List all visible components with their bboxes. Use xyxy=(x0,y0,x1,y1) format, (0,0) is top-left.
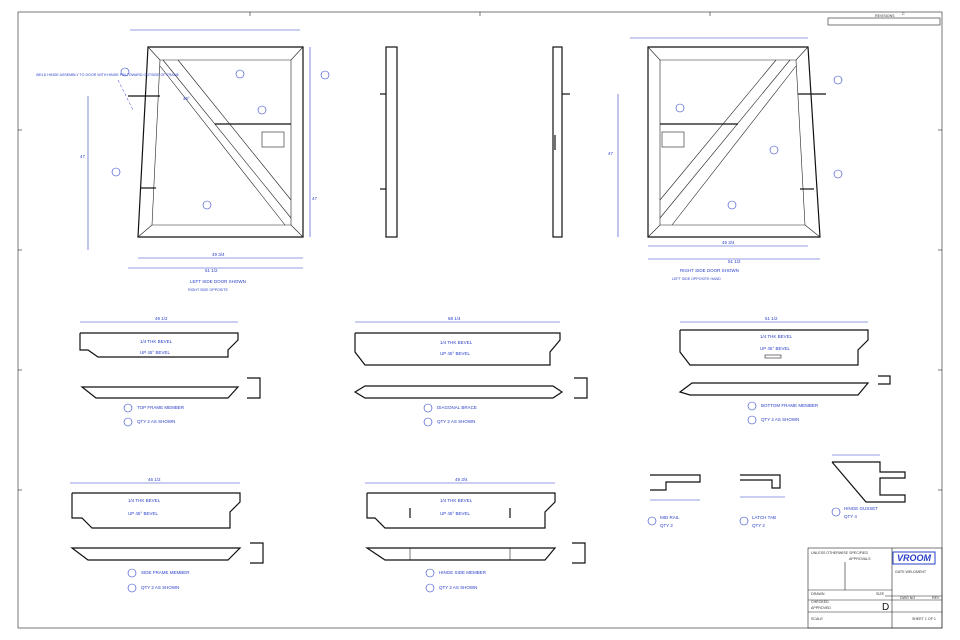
hinge-height-dim: 47 xyxy=(80,154,86,159)
hinge-plate xyxy=(261,131,285,148)
part-1: 49 1/2 1/4 THK BEVEL UP 45° BEVEL TOP FR… xyxy=(79,316,261,427)
detail-2: LATCH TAB QTY 2 xyxy=(739,474,785,528)
inner-width-dim: 49 3/4 xyxy=(212,252,225,257)
detail-3: HINGE GUSSET QTY 4 xyxy=(831,454,906,519)
part-label-top: 1/4 THK BEVEL xyxy=(128,498,161,503)
overall-width-dim: 51 1/2 xyxy=(205,268,218,273)
part-label-bottom: UP 45° BEVEL xyxy=(440,351,470,356)
rev-label: REV xyxy=(932,596,940,600)
part-length: 68 1/4 xyxy=(448,316,461,321)
height-dim: 47 xyxy=(608,151,614,156)
part-callout-2: QTY 2 AS SHOWN xyxy=(439,585,477,590)
part-callout: SIDE FRAME MEMBER xyxy=(141,570,190,575)
part-4: 46 1/2 1/4 THK BEVEL UP 45° BEVEL SIDE F… xyxy=(70,477,264,593)
part-callout: BOTTOM FRAME MEMBER xyxy=(761,403,819,408)
detail-1: MID RAIL QTY 2 xyxy=(647,474,701,528)
part-label-bottom: UP 45° BEVEL xyxy=(128,511,158,516)
part-3: 51 1/2 1/4 THK BEVEL UP 45° BEVEL BOTTOM… xyxy=(678,316,891,425)
part-2: 68 1/4 1/4 THK BEVEL UP 45° BEVEL DIAGON… xyxy=(353,316,588,427)
left-door-caption: LEFT SIDE DOOR SHOWN xyxy=(190,279,246,284)
overall-width-dim: 51 1/2 xyxy=(728,259,741,264)
left-door-caption-2: RIGHT SIDE OPPOSITE xyxy=(188,288,228,292)
part-label-top: 1/4 THK BEVEL xyxy=(440,340,473,345)
part-label-top: 1/4 THK BEVEL xyxy=(440,498,473,503)
detail-callout: HINGE GUSSET xyxy=(844,506,878,511)
sheet-number: SHEET 1 OF 1 xyxy=(912,617,936,621)
part-length: 46 1/2 xyxy=(148,477,161,482)
part-length: 49 3/4 xyxy=(455,477,468,482)
part-length: 51 1/2 xyxy=(765,316,778,321)
approved-label: APPROVED xyxy=(811,606,831,610)
part-5: 49 3/4 1/4 THK BEVEL UP 45° BEVEL HINGE … xyxy=(365,477,586,593)
part-callout: HINGE SIDE MEMBER xyxy=(439,570,487,575)
detail-callout-2: QTY 4 xyxy=(844,514,857,519)
size-label: SIZE xyxy=(876,592,885,596)
right-door-view: 49 3/4 51 1/2 47 RIGHT SIDE DOOR SHOWN L… xyxy=(608,37,843,281)
side-view-1 xyxy=(380,46,398,238)
revision-block: REVISIONS C xyxy=(827,12,941,26)
zone-ticks xyxy=(18,12,942,491)
drawing-title: GATE WELDMENT xyxy=(895,570,927,574)
part-callout: DIAGONAL BRACE xyxy=(437,405,477,410)
revision-letter: C xyxy=(902,12,905,16)
right-door-caption-2: LEFT SIDE OPPOSITE HAND xyxy=(672,277,721,281)
part-callout-2: QTY 2 AS SHOWN xyxy=(437,419,475,424)
dwg-no-label: DWG NO xyxy=(900,596,915,600)
part-callout-2: QTY 2 AS SHOWN xyxy=(137,419,175,424)
part-callout-2: QTY 2 AS SHOWN xyxy=(761,417,799,422)
approvals-label: APPROVALS xyxy=(849,557,871,561)
part-label-bottom: UP 45° BEVEL xyxy=(140,350,170,355)
company-logo xyxy=(892,551,936,565)
detail-callout: LATCH TAB xyxy=(752,515,776,520)
part-label-bottom: UP 45° BEVEL xyxy=(440,511,470,516)
right-door-caption: RIGHT SIDE DOOR SHOWN xyxy=(680,268,739,273)
detail-callout-2: QTY 2 xyxy=(660,523,673,528)
title-block: UNLESS OTHERWISE SPECIFIED APPROVALS DRA… xyxy=(807,547,943,629)
sheet-size: D xyxy=(882,602,889,613)
checked-label: CHECKED xyxy=(811,600,829,604)
hinge-note: WELD HINGE ASSEMBLY TO DOOR WITH HINGE P… xyxy=(36,73,180,77)
part-label-top: 1/4 THK BEVEL xyxy=(760,334,793,339)
part-callout-2: QTY 2 AS SHOWN xyxy=(141,585,179,590)
left-door-view: 49 3/4 51 1/2 47 47 45° WELD HINGE ASSEM… xyxy=(36,29,330,292)
part-callout: TOP FRAME MEMBER xyxy=(137,405,185,410)
part-length: 49 1/2 xyxy=(155,316,168,321)
company-name: VROOM xyxy=(897,553,932,563)
tolerances-label: UNLESS OTHERWISE SPECIFIED xyxy=(811,551,868,555)
angle-dim: 45° xyxy=(183,96,190,101)
revision-header: REVISIONS xyxy=(875,14,895,18)
part-label-bottom: UP 45° BEVEL xyxy=(760,346,790,351)
drawn-label: DRAWN xyxy=(811,592,825,596)
detail-callout: MID RAIL xyxy=(660,515,680,520)
height-dim: 47 xyxy=(312,196,318,201)
inner-width-dim: 49 3/4 xyxy=(722,240,735,245)
side-view-2 xyxy=(552,46,570,238)
part-label-top: 1/4 THK BEVEL xyxy=(140,339,173,344)
scale-label: SCALE xyxy=(811,617,823,621)
detail-callout-2: QTY 2 xyxy=(752,523,765,528)
